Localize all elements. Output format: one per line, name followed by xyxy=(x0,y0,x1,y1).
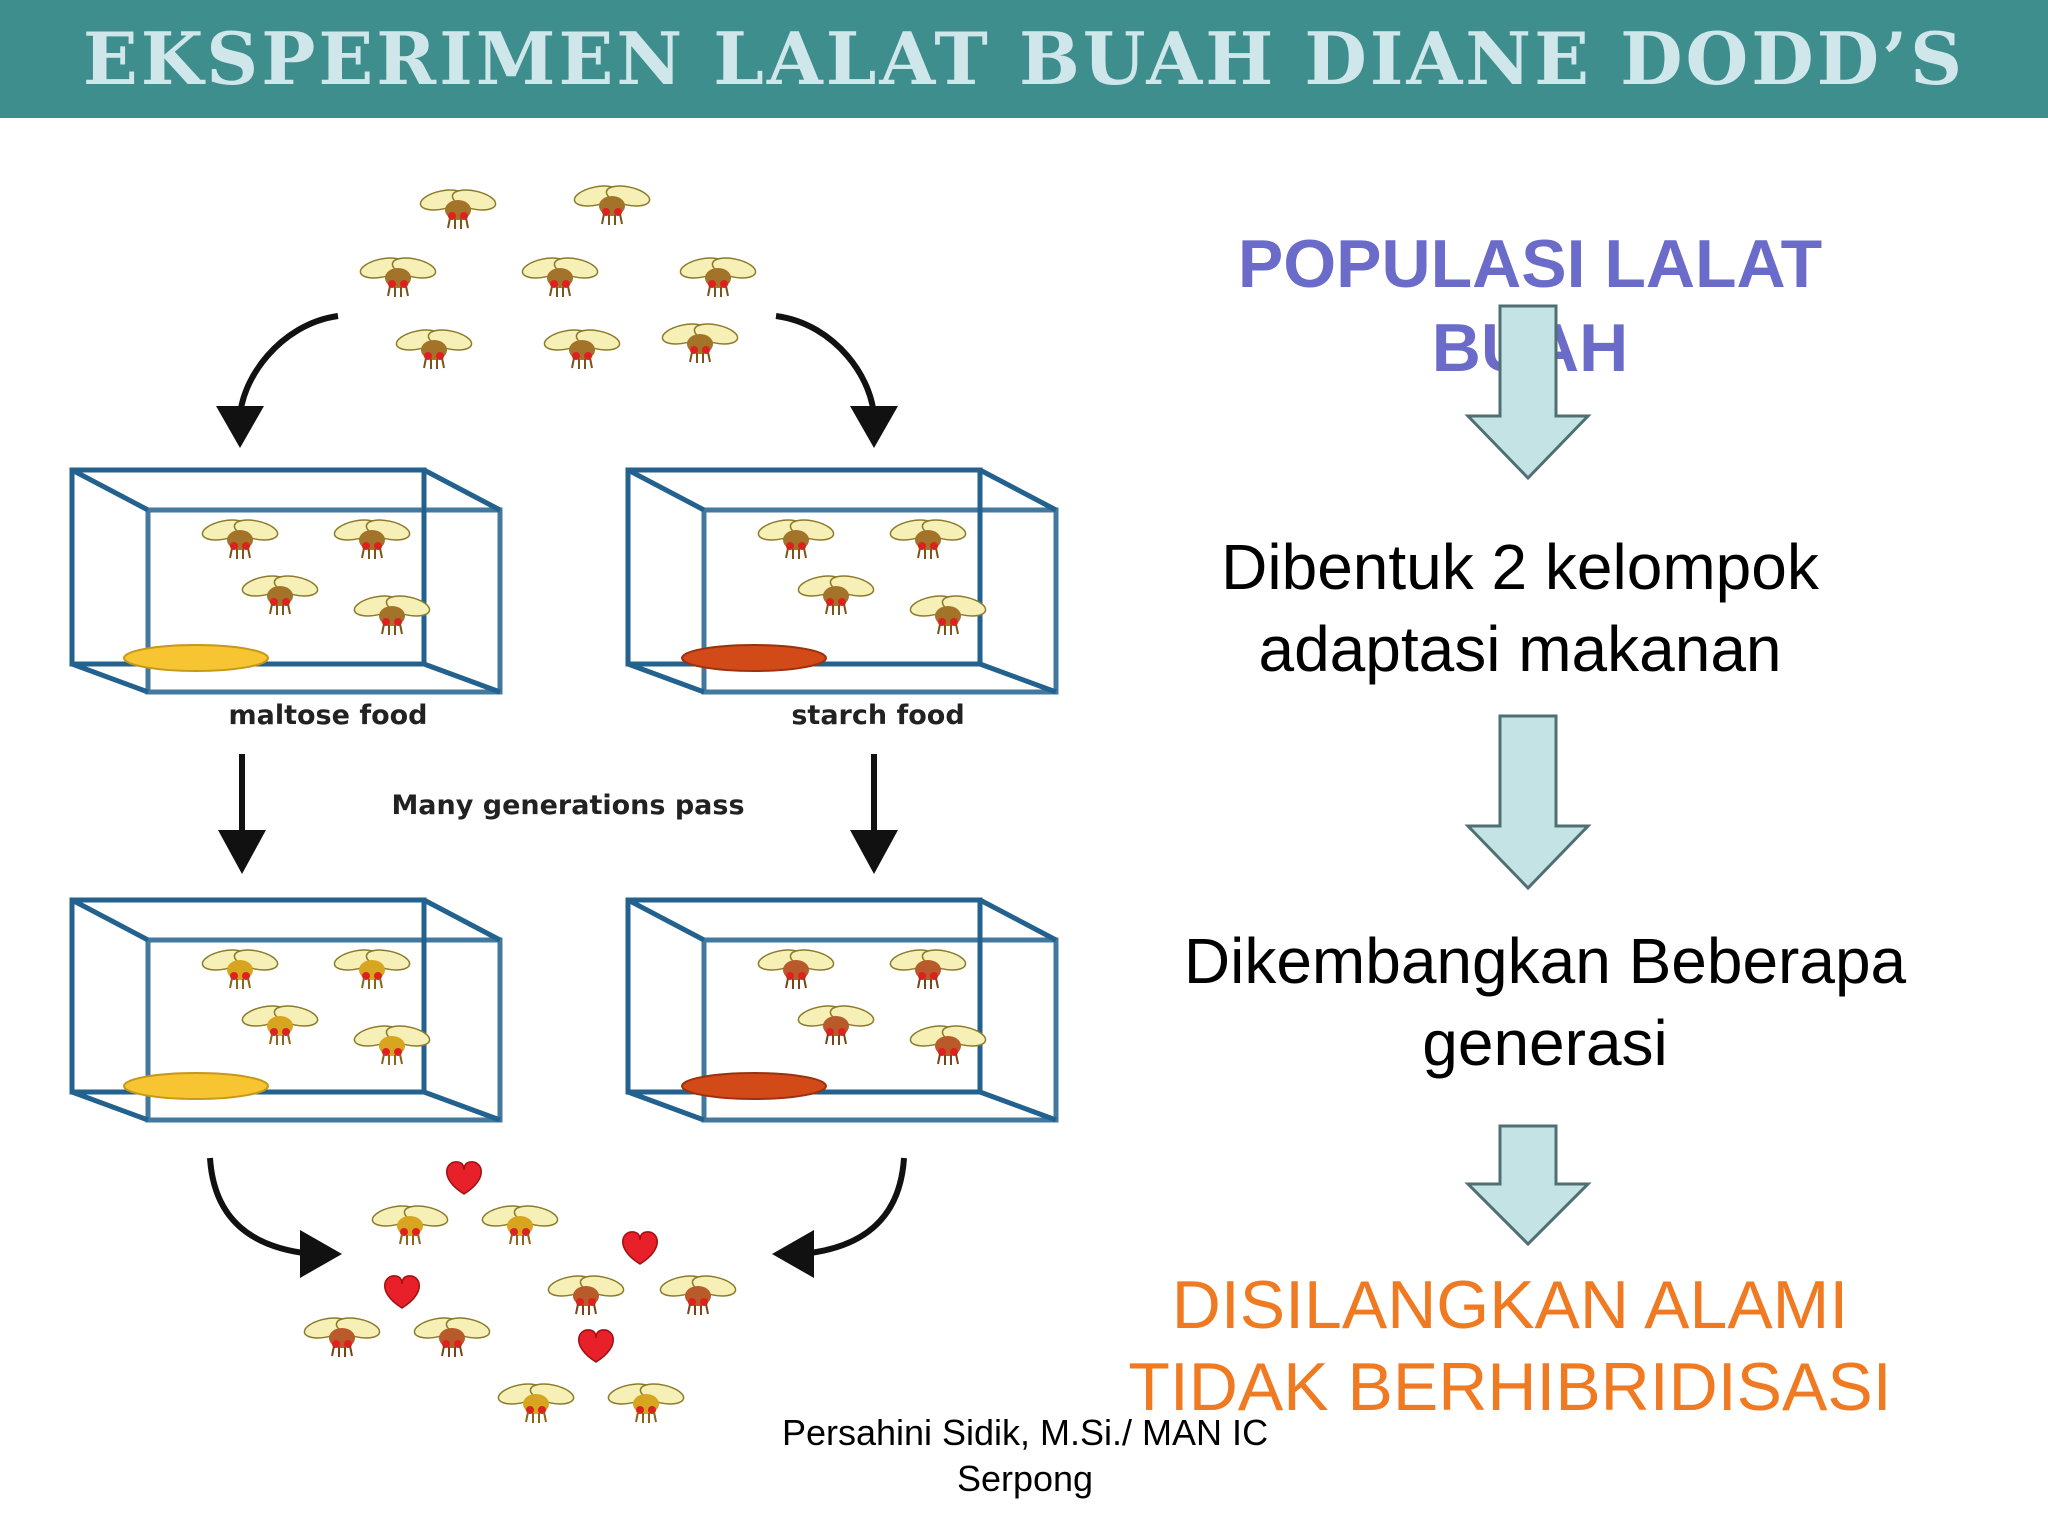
split-arrow-head-right xyxy=(850,406,898,448)
many-generations-label: Many generations pass xyxy=(391,790,744,821)
initial-fly-population xyxy=(357,181,759,370)
experiment-diagram: maltose food starch food Many generation… xyxy=(69,181,1059,1424)
starch-food-dish-later xyxy=(681,1072,827,1100)
step-form-groups: Dibentuk 2 kelompok adaptasi makanan xyxy=(1221,531,1819,685)
starch-tank-later xyxy=(625,897,1059,1123)
generation-arrows xyxy=(218,754,898,874)
maltose-tank-flies xyxy=(199,515,433,636)
maltose-tank-later-flies xyxy=(199,945,433,1066)
starch-food-label: starch food xyxy=(791,700,964,731)
step-develop-generations: Dikembangkan Beberapa generasi xyxy=(1183,925,1907,1079)
starch-tank-later-flies xyxy=(755,945,989,1066)
merge-arrow-head-right xyxy=(772,1230,814,1278)
flow-arrow-2 xyxy=(1464,714,1592,891)
starch-tank xyxy=(625,467,1059,695)
merge-arrows xyxy=(207,1157,907,1257)
final-fly-population xyxy=(301,1161,739,1424)
split-arrows xyxy=(237,313,877,421)
flow-arrow-3 xyxy=(1464,1124,1592,1247)
maltose-food-label: maltose food xyxy=(228,700,427,731)
flow-arrow-1 xyxy=(1464,304,1592,481)
footer-credit: Persahini Sidik, M.Si./ MAN IC Serpong xyxy=(781,1412,1269,1499)
result-no-hybridization: DISILANGKAN ALAMI TIDAK BERHIBRIDISASI xyxy=(1128,1267,1892,1425)
maltose-tank-later xyxy=(69,897,503,1123)
starch-food-dish xyxy=(681,644,827,672)
maltose-food-dish-later xyxy=(123,1072,269,1100)
title-bar xyxy=(0,0,2048,118)
maltose-tank xyxy=(69,467,503,695)
slide-title: EKSPERIMEN LALAT BUAH DIANE DODD’S xyxy=(82,16,1966,101)
merge-arrow-head-left xyxy=(300,1230,342,1278)
split-arrow-head-left xyxy=(216,406,264,448)
starch-tank-flies xyxy=(755,515,989,636)
maltose-food-dish xyxy=(123,644,269,672)
